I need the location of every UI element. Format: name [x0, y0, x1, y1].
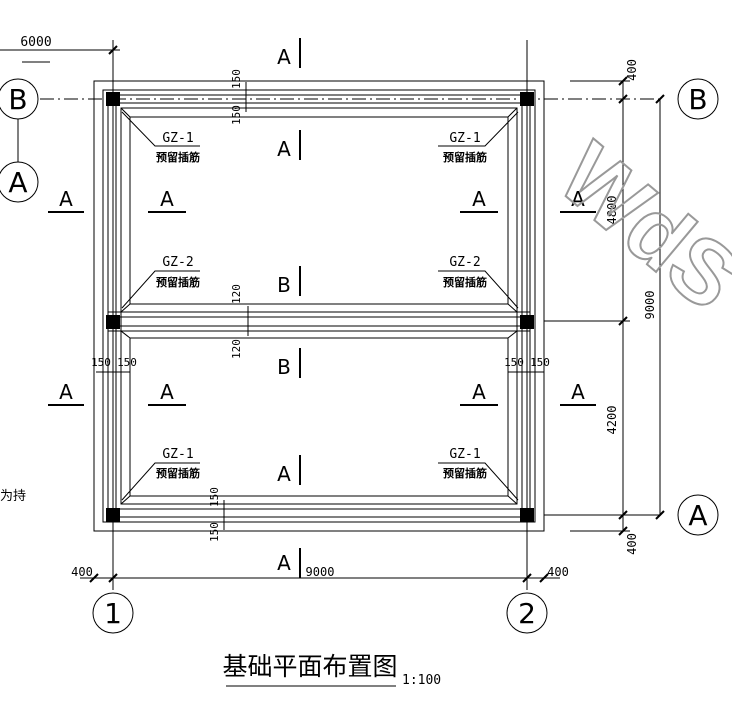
section-label-left-lower: A: [59, 380, 73, 404]
tick-rt1: [655, 94, 665, 104]
gz-note-ll: 预留插筋: [156, 466, 200, 480]
dim-text-mid-wall-1: 120: [230, 284, 243, 304]
chamfer-upper-tr: [507, 107, 518, 118]
dim-text-top-wall-2: 150: [230, 105, 243, 125]
section-label-b-upper: B: [277, 273, 291, 297]
section-label-a-top: A: [277, 45, 291, 69]
gz-note-ur: 预留插筋: [443, 150, 487, 164]
dim-text-total-horizontal: 9000: [306, 565, 335, 579]
gz-leader-ul: [121, 111, 200, 147]
chamfer-upper-tl: [120, 107, 131, 118]
footing-line-3: [115, 102, 523, 510]
tick-r2: [618, 94, 628, 104]
section-label-in-ll: A: [160, 380, 174, 404]
cut-off-text: 为持: [0, 488, 26, 503]
section-label-b-lower: B: [277, 355, 291, 379]
dim-text-left-wall-1: 150: [91, 356, 111, 369]
gz-tag-mr: GZ-2: [449, 255, 480, 270]
dim-text-right-wall-1: 150: [504, 356, 524, 369]
tick-rt2: [655, 510, 665, 520]
chamfer-upper-bl: [120, 303, 131, 313]
chamfer-lower-br: [507, 495, 518, 505]
dim-text-bot-wall-1: 150: [208, 487, 221, 507]
section-label-a-lower: A: [277, 462, 291, 486]
gz-tag-ll: GZ-1: [162, 447, 193, 462]
dim-text-left-offset: 400: [71, 565, 93, 579]
dim-text-right-wall-2: 150: [530, 356, 550, 369]
tick-b3: [522, 573, 532, 583]
dim-text-mid-wall-2: 120: [230, 339, 243, 359]
tick-r3: [618, 316, 628, 326]
dim-text-span-lower: 4200: [605, 406, 619, 435]
grid-label-b-left: B: [8, 83, 27, 116]
tick-b4: [539, 573, 549, 583]
dim-text-top-wall-1: 150: [230, 69, 243, 89]
section-label-right-lower: A: [571, 380, 585, 404]
section-label-in-ul: A: [160, 187, 174, 211]
grid-label-b-right: B: [688, 83, 707, 116]
tick-r4: [618, 510, 628, 520]
gz-leader-ur: [438, 111, 519, 147]
drawing-scale: 1:100: [402, 673, 441, 688]
section-label-a-bottom: A: [277, 551, 291, 575]
dim-text-right-offset: 400: [547, 565, 569, 579]
grid-label-1: 1: [104, 597, 122, 630]
section-label-right-upper: A: [571, 187, 585, 211]
tick-r5: [618, 526, 628, 536]
chamfer-upper-br: [507, 303, 518, 313]
gz-note-ml: 预留插筋: [156, 275, 200, 289]
footing-outer-line: [102, 89, 536, 523]
footing-line-4: [120, 107, 518, 505]
chamfer-lower-tl: [120, 330, 131, 339]
grid-bubble-1: [92, 592, 134, 634]
watermark: WdS: [541, 124, 732, 329]
foundation-outline: [93, 80, 545, 532]
grid-label-a-right: A: [688, 499, 707, 532]
dim-text-bottom-offset: 400: [625, 533, 639, 555]
grid-label-a-left: A: [8, 166, 27, 199]
section-label-a-upper: A: [277, 137, 291, 161]
section-label-in-lr: A: [472, 380, 486, 404]
dim-text-bot-wall-2: 150: [208, 522, 221, 542]
chamfer-lower-bl: [120, 495, 131, 505]
gz-leader-lr: [438, 462, 519, 501]
grid-bubble-2: [506, 592, 548, 634]
section-label-in-ur: A: [472, 187, 486, 211]
dim-text-total-vertical: 9000: [643, 291, 657, 320]
dim-text-left-wall-2: 150: [117, 356, 137, 369]
dim-text-top-offset: 400: [625, 59, 639, 81]
gz-tag-ml: GZ-2: [162, 255, 193, 270]
tick-r1: [618, 76, 628, 86]
drawing-title: 基础平面布置图: [222, 653, 397, 681]
gz-note-ul: 预留插筋: [156, 150, 200, 164]
gz-note-mr: 预留插筋: [443, 275, 487, 289]
dim-text-span-upper: 4800: [605, 196, 619, 225]
dim-text-top-left: 6000: [20, 35, 51, 50]
room-upper: [129, 116, 509, 305]
gz-tag-ur: GZ-1: [449, 131, 480, 146]
room-lower: [129, 337, 509, 497]
gz-leader-ll: [121, 462, 200, 501]
gz-tag-lr: GZ-1: [449, 447, 480, 462]
footing-line-2: [107, 94, 531, 518]
section-label-left-upper: A: [59, 187, 73, 211]
gz-leader-mr: [438, 270, 519, 309]
gz-leader-ml: [121, 270, 200, 309]
tick-b1: [89, 573, 99, 583]
grid-label-2: 2: [518, 597, 536, 630]
gz-note-lr: 预留插筋: [443, 466, 487, 480]
tick-tl: [108, 45, 118, 55]
grid-bubble-b-right: [677, 78, 719, 120]
gz-tag-ul: GZ-1: [162, 131, 193, 146]
tick-b2: [108, 573, 118, 583]
grid-bubble-a-right: [677, 494, 719, 536]
chamfer-lower-tr: [507, 330, 518, 339]
